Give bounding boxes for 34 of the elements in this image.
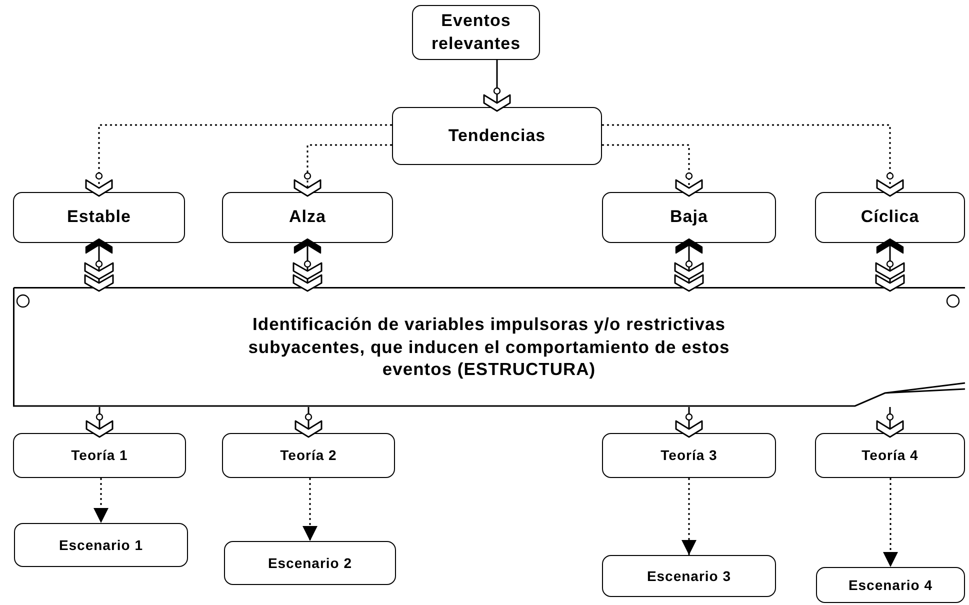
box-label: Escenario 3 (646, 566, 732, 586)
scroll-banner (13, 287, 965, 407)
rounded-box (224, 541, 396, 585)
rounded-box (222, 192, 393, 243)
box-label: Teoría 1 (71, 446, 128, 465)
rounded-box (816, 567, 965, 603)
box-label: Teoría 3 (660, 446, 718, 465)
box-label: Escenario 4 (848, 576, 933, 594)
rounded-box (602, 555, 776, 597)
arrow (302, 478, 318, 541)
rounded-box (815, 433, 965, 478)
rounded-box (13, 433, 186, 478)
arrow (94, 478, 108, 523)
rounded-box (222, 433, 395, 478)
rounded-box (392, 107, 602, 165)
box-label: Baja (670, 206, 708, 228)
rounded-box (14, 523, 188, 567)
box-label: Eventos relevantes (430, 10, 522, 54)
box-label: Escenario 1 (58, 536, 144, 554)
rounded-box (602, 192, 776, 243)
box-label: Teoría 2 (280, 446, 337, 465)
box-label: Cíclica (860, 206, 920, 228)
box-label: Estable (67, 206, 131, 228)
rounded-box (13, 192, 185, 243)
box-label: Escenario 2 (268, 554, 352, 572)
box-label: Tendencias (448, 124, 546, 147)
rounded-box (602, 433, 776, 478)
box-label: Identificación de variables impulsoras y/o restrictivas subyacentes, que inducen el comportamiento de estos eventos (ESTRUCTURA) (247, 312, 731, 382)
arrow (883, 478, 898, 567)
arrow (682, 478, 696, 555)
box-label: Alza (289, 206, 326, 228)
rounded-box (412, 5, 540, 60)
box-label: Teoría 4 (862, 446, 918, 465)
rounded-box (815, 192, 965, 243)
